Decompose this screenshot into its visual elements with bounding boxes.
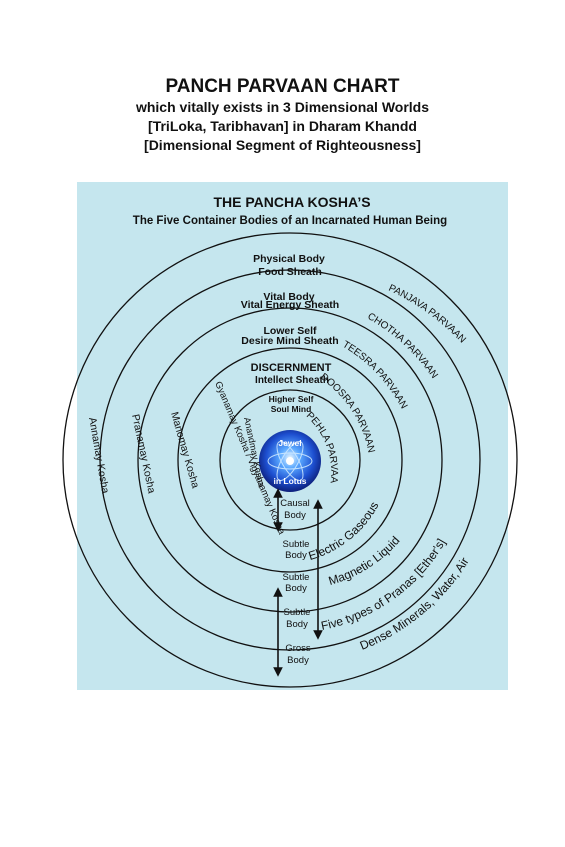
chart-title: PANCH PARVAAN CHART — [165, 76, 400, 97]
label-physical-body: Physical Body — [253, 253, 325, 265]
label-pranamay-kosha: Pranamay Kosha — [129, 413, 158, 494]
label-intellect-sheath: Intellect Sheath — [255, 375, 329, 386]
label-subtle-2: Subtle — [283, 572, 310, 583]
label-causal: Causal — [280, 498, 310, 509]
jewel-label-bottom: in Lotus — [273, 476, 306, 486]
chart-header: PANCH PARVAAN CHART which vitally exists… — [0, 76, 565, 155]
label-gross-body: Body — [287, 655, 309, 666]
label-subtle-2-body: Body — [285, 583, 307, 594]
label-lower-self: Lower Self — [263, 325, 317, 337]
ring-manomay — [137, 307, 443, 613]
ring-anandmay — [219, 389, 361, 531]
label-subtle-3: Subtle — [284, 607, 311, 618]
label-teesra-parvaan: TEESRA PARVAAN — [340, 339, 409, 411]
ring-vigyanamay — [177, 347, 403, 573]
label-higher-self: Higher Self — [269, 394, 314, 404]
label-subtle-3-body: Body — [286, 619, 308, 630]
label-annamay-kosha: Annamay Kosha — [86, 416, 111, 494]
label-discernment: DISCERNMENT — [251, 362, 332, 374]
label-subtle-1: Subtle — [283, 539, 310, 550]
label-causal-body: Body — [284, 510, 306, 521]
label-subtle-1-body: Body — [285, 550, 307, 561]
panel-subtitle: The Five Container Bodies of an Incarnat… — [133, 215, 447, 227]
label-gross: Gross — [285, 643, 311, 654]
ring-annamay — [62, 232, 518, 688]
subtitle-line-2: [TriLoka, Taribhavan] in Dharam Khandd — [148, 118, 417, 134]
label-vital-body: Vital Body — [263, 291, 314, 303]
panel-title: THE PANCHA KOSHA’S — [213, 194, 370, 210]
label-food-sheath: Food Sheath — [258, 266, 322, 278]
atom-core — [286, 457, 294, 465]
subtitle-line-1: which vitally exists in 3 Dimensional Wo… — [135, 99, 430, 115]
jewel-label-top: Jewel — [278, 438, 301, 448]
ring-pranamay — [99, 269, 481, 651]
label-soul-mind: Soul Mind — [271, 404, 312, 414]
label-vital-energy-sheath: Vital Energy Sheath — [241, 299, 339, 311]
subtitle-line-3: [Dimensional Segment of Righteousness] — [144, 137, 421, 153]
atom-icon — [267, 441, 313, 481]
label-desire-mind-sheath: Desire Mind Sheath — [241, 335, 338, 347]
